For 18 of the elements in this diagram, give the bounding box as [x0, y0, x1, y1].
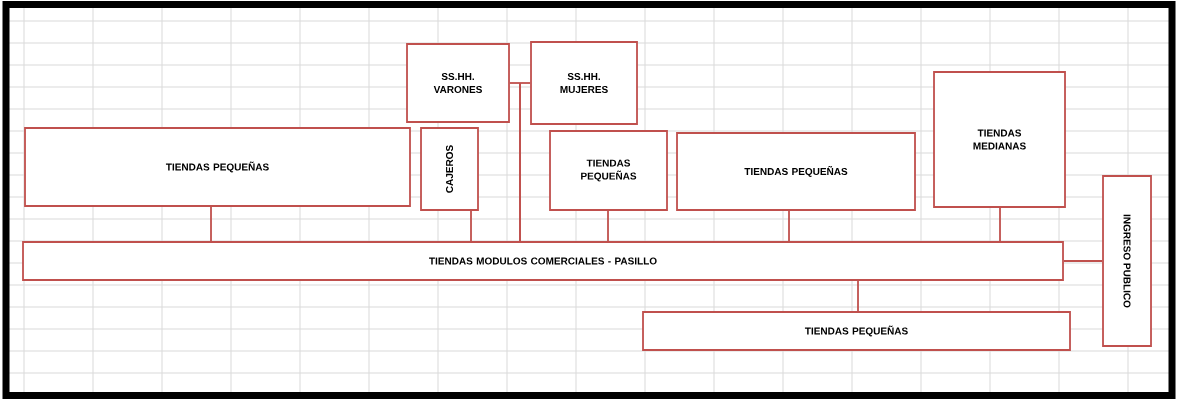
box: TIENDAS PEQUEÑAS: [549, 130, 668, 211]
connector-line: [1063, 260, 1103, 262]
box: TIENDAS PEQUEÑAS: [24, 127, 411, 207]
box: TIENDAS PEQUEÑAS: [676, 132, 916, 211]
box: SS.HH. MUJERES: [530, 41, 638, 125]
box: TIENDAS PEQUEÑAS: [642, 311, 1071, 351]
box: INGRESO PUBLICO: [1102, 175, 1152, 347]
connector-line: [509, 82, 531, 242]
connector-line: [857, 280, 859, 312]
box: SS.HH. VARONES: [406, 43, 510, 123]
connector-line: [788, 210, 790, 242]
connector-line: [607, 210, 609, 242]
box: TIENDAS MEDIANAS: [933, 71, 1066, 208]
connector-line: [470, 210, 472, 242]
box: TIENDAS MODULOS COMERCIALES - PASILLO: [22, 241, 1064, 281]
connector-line: [999, 207, 1001, 242]
connector-line: [210, 206, 212, 242]
box: CAJEROS: [420, 127, 479, 211]
